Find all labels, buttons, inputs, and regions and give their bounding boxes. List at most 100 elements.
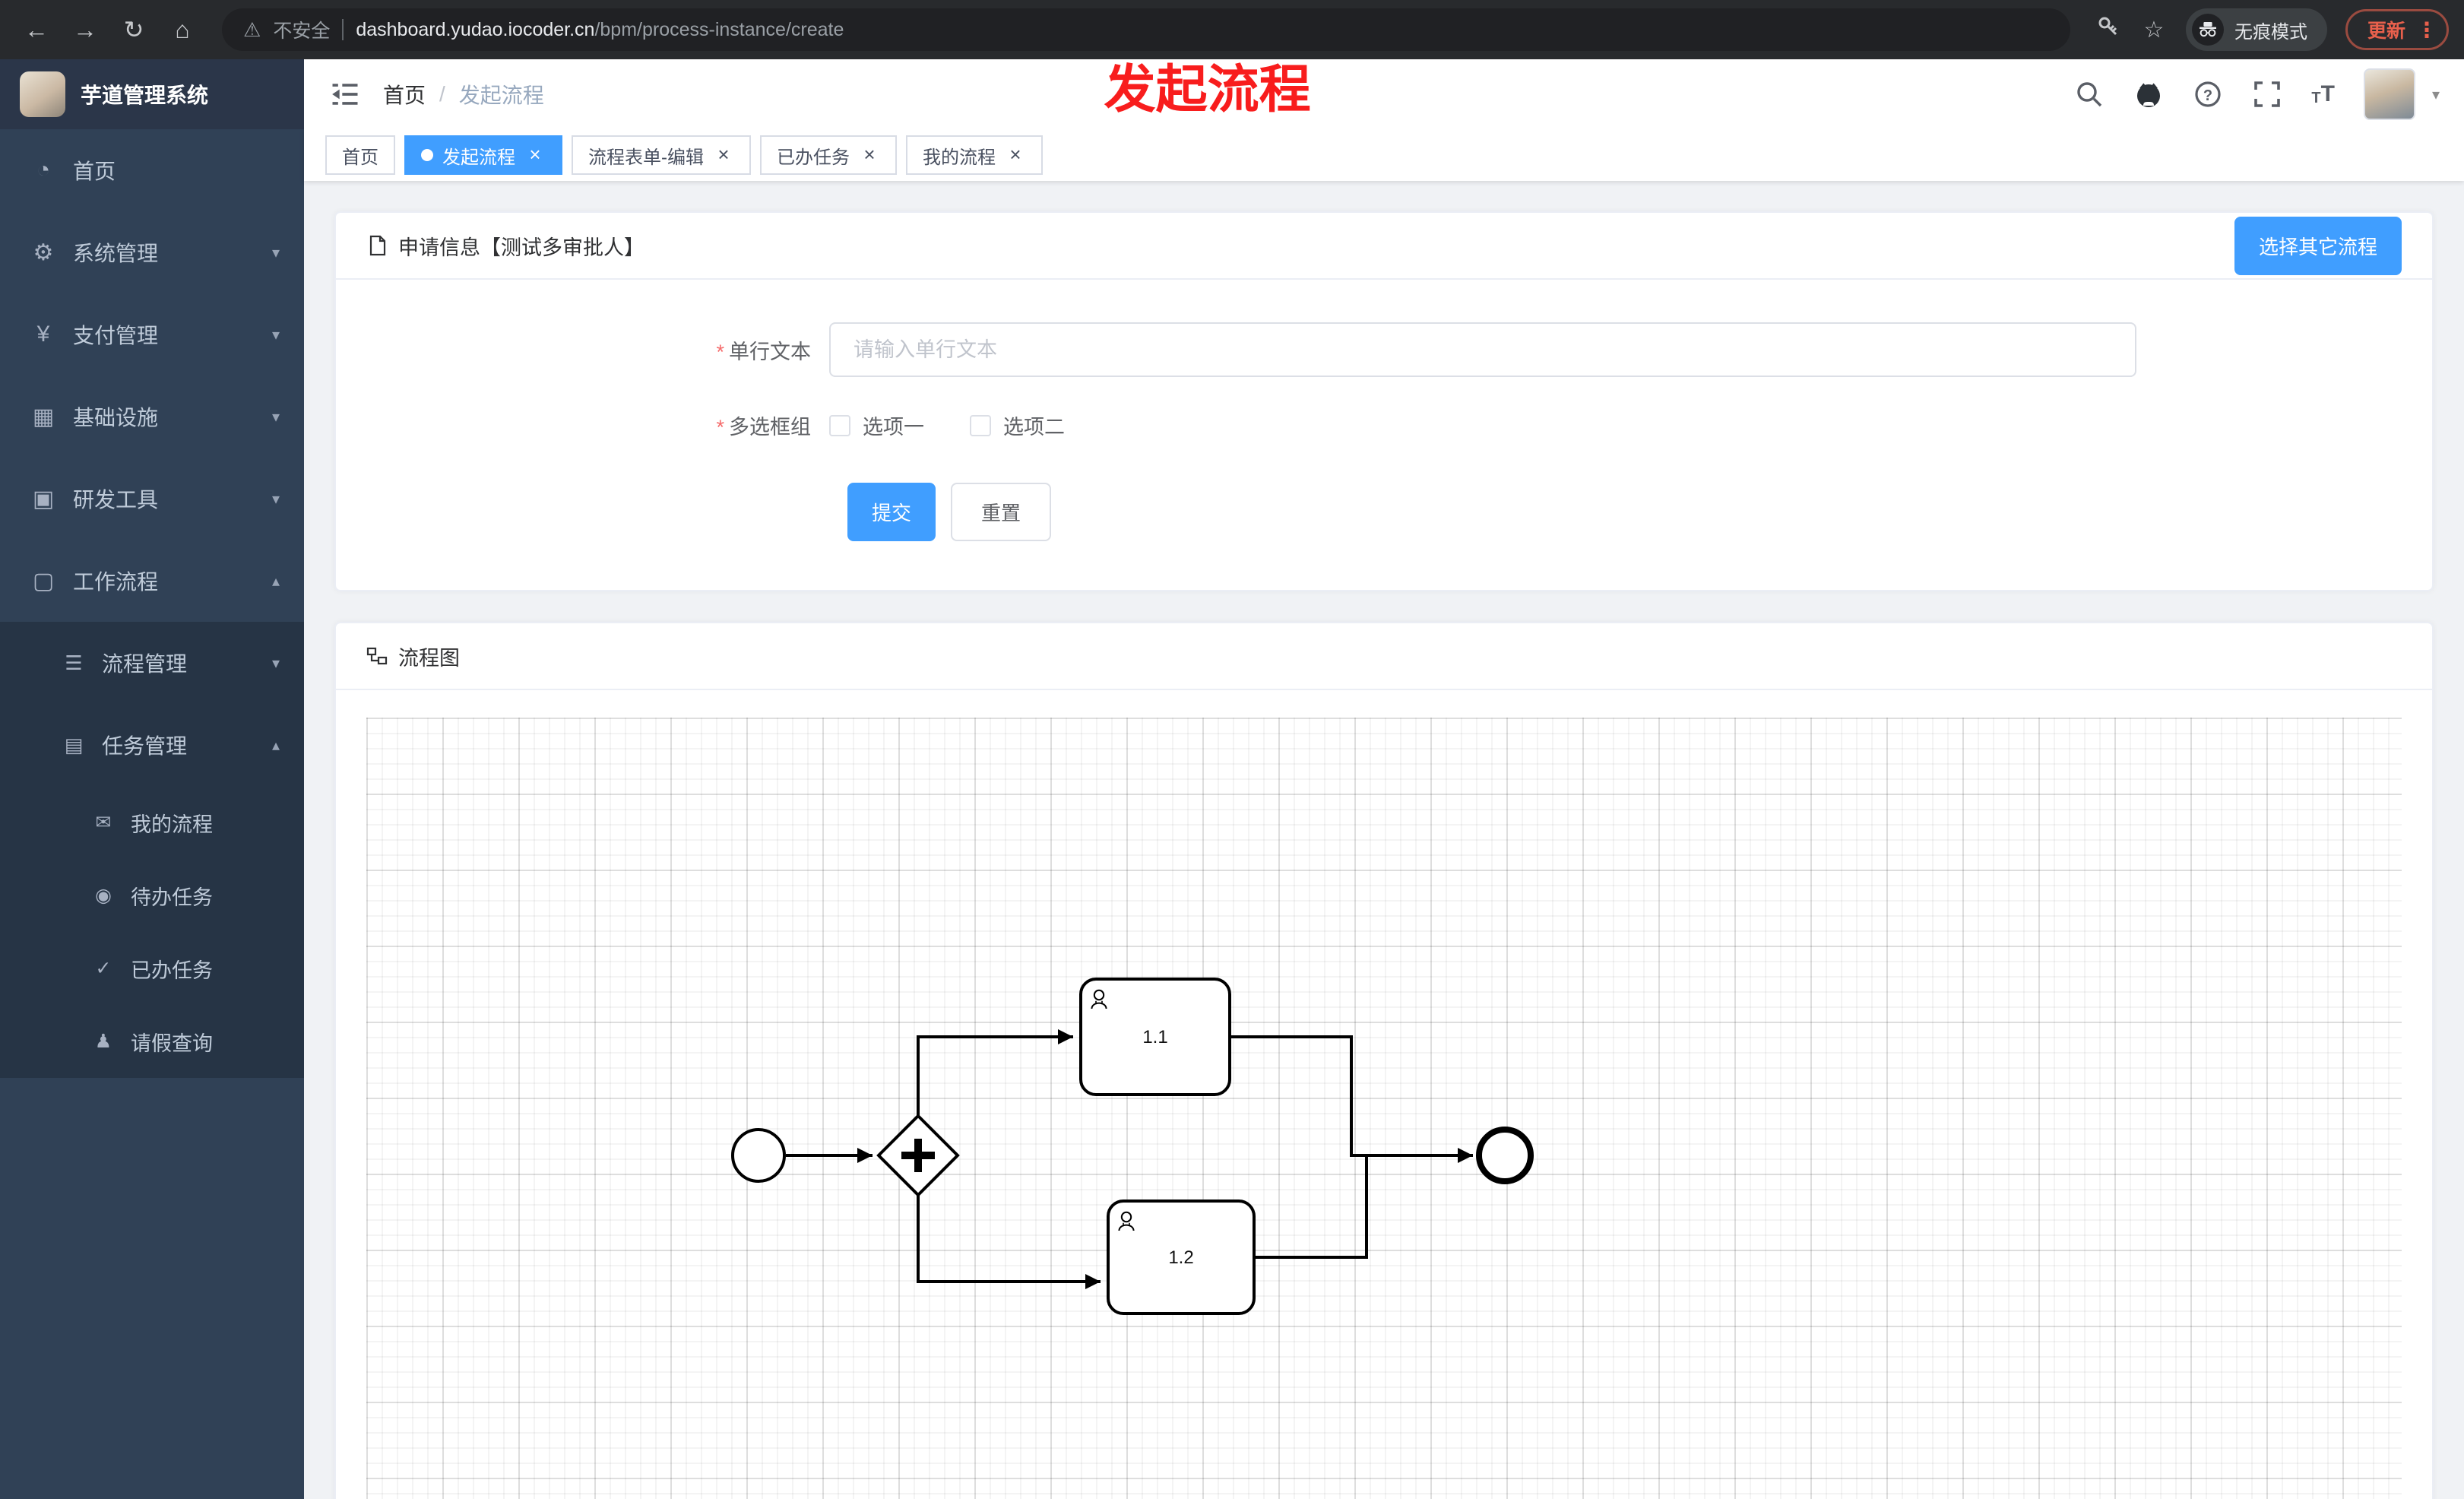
bpmn-canvas[interactable]: 1.1 1.2 xyxy=(366,718,2402,1499)
dashboard-icon: ◔ xyxy=(36,157,51,182)
checkbox-group: 选项一 选项二 xyxy=(829,410,1065,440)
page-content: 申请信息【测试多审批人】 选择其它流程 *单行文本 *多选框组 xyxy=(304,181,2464,1499)
checkbox-box[interactable] xyxy=(970,414,991,436)
close-icon[interactable]: × xyxy=(863,143,876,166)
breadcrumb-current: 发起流程 xyxy=(458,84,544,107)
sidebar-item-label: 我的流程 xyxy=(131,813,213,836)
sidebar-item-label: 流程管理 xyxy=(102,652,188,676)
sidebar-item-home[interactable]: ◔ 首页 xyxy=(0,129,304,211)
url-bar[interactable]: ⚠ 不安全 dashboard.yudao.iocoder.cn/bpm/pro… xyxy=(222,8,2070,51)
sidebar-item-my-processes[interactable]: ✉ 我的流程 xyxy=(0,786,304,859)
sidebar-fold-icon[interactable] xyxy=(328,78,362,111)
chevron-down-icon: ▾ xyxy=(271,654,280,672)
app-title: 芋道管理系统 xyxy=(81,84,209,107)
bpmn-user-task-1-1[interactable]: 1.1 xyxy=(1079,978,1231,1096)
font-large-glyph: T xyxy=(2320,81,2335,106)
sidebar-item-payment[interactable]: ¥ 支付管理 ▾ xyxy=(0,293,304,376)
single-line-text-label: *单行文本 xyxy=(632,335,829,365)
choose-other-process-button[interactable]: 选择其它流程 xyxy=(2234,216,2402,275)
sidebar-item-devtools[interactable]: ▣ 研发工具 ▾ xyxy=(0,458,304,540)
sidebar-menu: ◔ 首页 ⚙ 系统管理 ▾ ¥ 支付管理 ▾ ▦ 基础设施 ▾ xyxy=(0,129,304,1078)
sidebar-item-label: 基础设施 xyxy=(73,406,159,429)
sidebar-item-done-tasks[interactable]: ✓ 已办任务 xyxy=(0,932,304,1005)
svg-text:?: ? xyxy=(2203,87,2212,104)
bpmn-end-event[interactable] xyxy=(1476,1127,1534,1184)
single-line-text-input[interactable] xyxy=(829,322,2136,377)
logo-row[interactable]: 芋道管理系统 xyxy=(0,59,304,129)
close-icon[interactable]: × xyxy=(1009,143,1021,166)
sidebar-item-infrastructure[interactable]: ▦ 基础设施 ▾ xyxy=(0,376,304,458)
sidebar-item-workflow[interactable]: ▢ 工作流程 ▴ xyxy=(0,540,304,622)
chevron-up-icon: ▴ xyxy=(271,737,280,754)
sidebar-item-pending-tasks[interactable]: ◉ 待办任务 xyxy=(0,859,304,932)
checkbox-group-label: *多选框组 xyxy=(632,410,829,440)
bookmark-star-icon[interactable]: ☆ xyxy=(2143,17,2165,43)
tab-home[interactable]: 首页 xyxy=(325,135,395,175)
chevron-up-icon: ▴ xyxy=(271,572,280,590)
incognito-badge: 无痕模式 xyxy=(2185,8,2327,51)
forward-icon[interactable]: → xyxy=(73,16,97,43)
sidebar-item-label: 任务管理 xyxy=(102,734,188,758)
task-label: 1.1 xyxy=(1142,1027,1167,1047)
flow-gateway-to-task2 xyxy=(917,1195,1101,1289)
main-area: 首页 / 发起流程 ? xyxy=(304,59,2464,1499)
avatar-caret-down-icon[interactable]: ▾ xyxy=(2431,86,2440,103)
chevron-down-icon: ▾ xyxy=(271,408,280,426)
application-form-card: 申请信息【测试多审批人】 选择其它流程 *单行文本 *多选框组 xyxy=(334,211,2434,591)
sidebar-item-label: 待办任务 xyxy=(131,886,213,909)
checkbox-option-1[interactable]: 选项一 xyxy=(829,410,924,440)
key-icon[interactable] xyxy=(2089,14,2128,45)
search-icon[interactable] xyxy=(2074,79,2105,109)
bpmn-start-event[interactable] xyxy=(731,1128,786,1183)
form-card-title: 申请信息【测试多审批人】 xyxy=(398,236,645,259)
github-icon[interactable] xyxy=(2133,79,2164,109)
tab-initiate-process[interactable]: 发起流程 × xyxy=(404,135,562,175)
flow-gateway-to-task1 xyxy=(917,1029,1073,1116)
sidebar-item-label: 首页 xyxy=(73,160,116,183)
browser-menu-dots-icon[interactable]: ⋮ xyxy=(2416,17,2437,42)
home-icon[interactable]: ⌂ xyxy=(175,16,190,43)
user-avatar[interactable] xyxy=(2363,68,2415,120)
url-path: /bpm/process-instance/create xyxy=(594,18,844,40)
tab-label: 发起流程 xyxy=(442,147,515,168)
task-label: 1.2 xyxy=(1168,1247,1193,1268)
checkbox-option-2[interactable]: 选项二 xyxy=(970,410,1065,440)
tab-label: 已办任务 xyxy=(777,147,850,168)
sidebar-item-task-management[interactable]: ▤ 任务管理 ▴ xyxy=(0,704,304,786)
flow-task2-to-end xyxy=(1254,1157,1368,1259)
sidebar-item-label: 支付管理 xyxy=(73,324,159,347)
bpmn-parallel-gateway[interactable] xyxy=(876,1114,960,1197)
breadcrumb-home[interactable]: 首页 xyxy=(383,84,426,107)
bpmn-user-task-1-2[interactable]: 1.2 xyxy=(1107,1200,1256,1315)
help-icon[interactable]: ? xyxy=(2193,79,2223,109)
close-icon[interactable]: × xyxy=(529,143,541,166)
browser-update-button[interactable]: 更新 ⋮ xyxy=(2345,9,2449,50)
sidebar-item-system[interactable]: ⚙ 系统管理 ▾ xyxy=(0,211,304,293)
sidebar-item-process-management[interactable]: ☰ 流程管理 ▾ xyxy=(0,622,304,704)
sidebar-item-leave-query[interactable]: ♟ 请假查询 xyxy=(0,1005,304,1078)
browser-chrome: ← → ↻ ⌂ ⚠ 不安全 dashboard.yudao.iocoder.cn… xyxy=(0,0,2464,59)
back-icon[interactable]: ← xyxy=(24,16,49,43)
tab-label: 首页 xyxy=(342,147,378,168)
not-secure-warning-icon: ⚠ xyxy=(243,17,261,41)
flow-task1-to-end xyxy=(1230,1035,1473,1163)
fullscreen-icon[interactable] xyxy=(2252,79,2282,109)
url-divider xyxy=(342,19,344,40)
checkbox-label: 选项二 xyxy=(1003,416,1065,439)
checkbox-box[interactable] xyxy=(829,414,850,436)
not-secure-label: 不安全 xyxy=(273,21,331,42)
reload-icon[interactable]: ↻ xyxy=(123,16,144,43)
reset-button[interactable]: 重置 xyxy=(951,483,1052,541)
close-icon[interactable]: × xyxy=(717,143,730,166)
tab-done-tasks[interactable]: 已办任务 × xyxy=(760,135,897,175)
submit-button[interactable]: 提交 xyxy=(847,483,936,541)
grid-icon: ▦ xyxy=(32,404,55,429)
tab-my-processes[interactable]: 我的流程 × xyxy=(906,135,1043,175)
field-label-text: 多选框组 xyxy=(729,416,811,439)
sidebar-item-label: 工作流程 xyxy=(73,570,159,594)
check-icon: ✓ xyxy=(95,958,112,979)
gear-icon: ⚙ xyxy=(33,239,54,265)
chevron-down-icon: ▾ xyxy=(271,490,280,508)
tab-process-form-edit[interactable]: 流程表单-编辑 × xyxy=(572,135,751,175)
